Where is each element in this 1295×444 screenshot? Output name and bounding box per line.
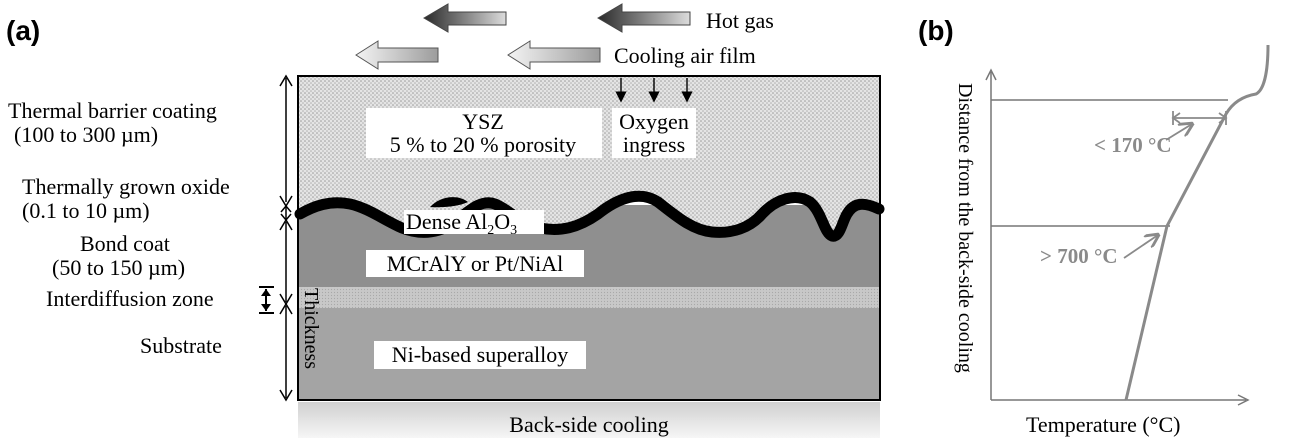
lower-annotation-pointer xyxy=(1123,235,1158,259)
dense-alumina-box xyxy=(404,210,544,234)
tgo-title: Thermally grown oxide xyxy=(22,174,230,199)
panel-a-label: (a) xyxy=(6,15,40,46)
interdiffusion-layer xyxy=(298,286,880,308)
oxygen-label-box xyxy=(612,108,696,158)
annotation-lower: > 700 °C xyxy=(1040,244,1118,268)
substrate-material-label: Ni-based superalloy xyxy=(392,342,569,367)
ysz-label: YSZ xyxy=(462,109,504,134)
panel-b: (b) Distance from the back-side cooling … xyxy=(918,15,1270,437)
dense-alumina-label: Dense Al2O3 xyxy=(406,209,517,238)
cooling-air-film-label: Cooling air film xyxy=(614,43,756,68)
thickness-label: Thickness xyxy=(300,288,322,369)
upper-annotation-pointer xyxy=(1165,124,1192,141)
stack-border xyxy=(297,75,881,401)
y-axis-label: Distance from the back-side cooling xyxy=(954,83,976,373)
substrate-label: Substrate xyxy=(140,333,222,358)
tgo-range: (0.1 to 10 µm) xyxy=(22,198,150,223)
hot-gas-label: Hot gas xyxy=(706,8,774,33)
tbc-range: (100 to 300 µm) xyxy=(14,122,158,147)
interdiffusion-label: Interdiffusion zone xyxy=(46,286,214,311)
bond-title: Bond coat xyxy=(80,231,170,256)
ingress-label: ingress xyxy=(623,132,685,157)
cooling-air-arrow-right xyxy=(507,40,601,70)
ysz-label-box xyxy=(366,108,602,158)
substrate-material-box xyxy=(374,341,586,369)
panel-b-label: (b) xyxy=(918,15,954,46)
tbc-title: Thermal barrier coating xyxy=(8,98,217,123)
bond-material-label: MCrAlY or Pt/NiAl xyxy=(387,251,563,276)
bond-material-box xyxy=(366,250,584,277)
hot-gas-arrow-right xyxy=(597,3,691,33)
x-axis-label: Temperature (°C) xyxy=(1026,412,1180,437)
bond-range: (50 to 150 µm) xyxy=(52,255,185,280)
tgo-blob xyxy=(430,197,468,208)
annotation-upper: < 170 °C xyxy=(1094,133,1172,157)
interdiffusion-marker xyxy=(259,286,274,314)
porosity-label: 5 % to 20 % porosity xyxy=(390,132,576,157)
back-side-cooling-label: Back-side cooling xyxy=(509,412,668,437)
temperature-profile xyxy=(1124,44,1270,401)
oxygen-label: Oxygen xyxy=(619,109,689,134)
hot-gas-arrow-left xyxy=(423,3,507,33)
cooling-air-arrow-left xyxy=(355,40,439,70)
panel-a: (a) Hot gas Cooling air film xyxy=(6,3,885,438)
back-side-cooling-band xyxy=(298,402,880,438)
